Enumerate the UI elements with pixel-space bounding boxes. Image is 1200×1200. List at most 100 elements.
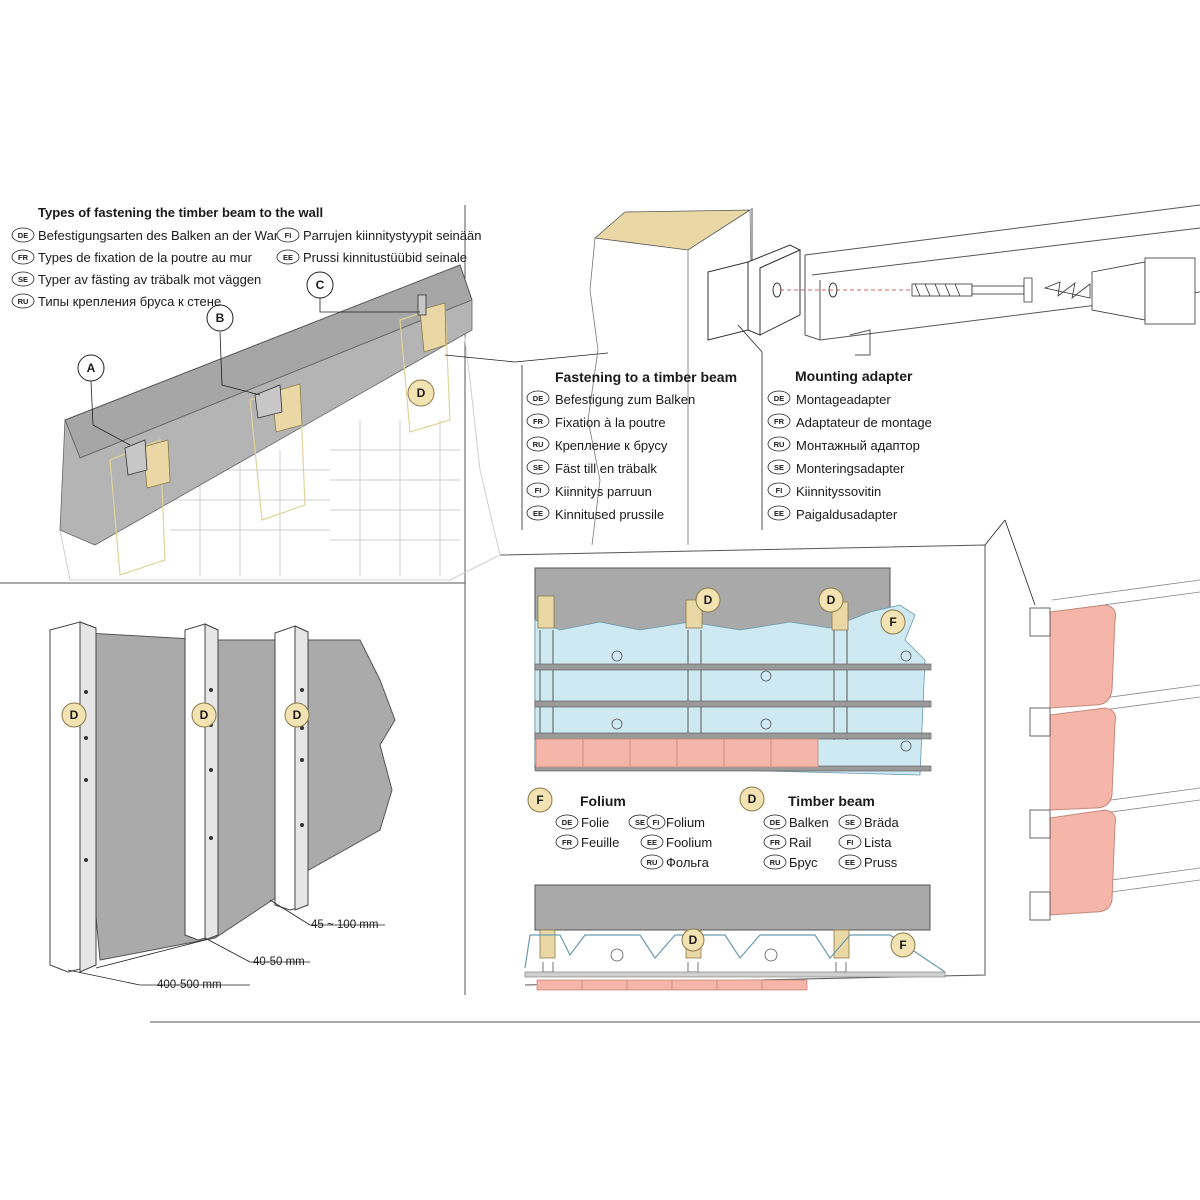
svg-text:Foolium: Foolium <box>666 835 712 850</box>
wall-sketch <box>59 299 501 581</box>
svg-text:Folium: Folium <box>666 815 705 830</box>
svg-text:Befestigung zum Balken: Befestigung zum Balken <box>555 392 695 407</box>
svg-text:Folium: Folium <box>580 793 626 809</box>
svg-text:RU: RU <box>770 858 781 867</box>
top-view-folium <box>524 934 946 973</box>
dimension-spacing: 400-500 mm <box>157 979 222 991</box>
svg-text:EE: EE <box>533 509 543 518</box>
svg-text:SE: SE <box>533 463 543 472</box>
svg-text:Paigaldusadapter: Paigaldusadapter <box>796 507 898 522</box>
dimension-lines <box>67 899 385 986</box>
timber-beam-block <box>594 209 752 251</box>
svg-text:DE: DE <box>770 818 780 827</box>
svg-text:FI: FI <box>776 486 783 495</box>
svg-text:EE: EE <box>283 253 293 262</box>
side-view-clips <box>1029 607 1051 921</box>
svg-text:Bräda: Bräda <box>864 815 899 830</box>
svg-text:RU: RU <box>18 297 29 306</box>
svg-text:Крепление к брусу: Крепление к брусу <box>555 438 668 453</box>
spacing-panel: D D D 45 ~ 100 mm 40-50 mm 400-500 mm <box>49 621 396 991</box>
svg-text:D: D <box>689 933 698 947</box>
svg-text:Montageadapter: Montageadapter <box>796 392 891 407</box>
svg-text:D: D <box>827 593 836 607</box>
timber-blocks <box>142 302 447 489</box>
adapter-detail <box>587 204 1200 546</box>
svg-text:Fixation à la poutre: Fixation à la poutre <box>555 415 666 430</box>
svg-text:DE: DE <box>533 394 543 403</box>
svg-text:Kiinnityssovitin: Kiinnityssovitin <box>796 484 881 499</box>
svg-text:C: C <box>316 278 325 292</box>
svg-text:FR: FR <box>533 417 544 426</box>
svg-text:Feuille: Feuille <box>581 835 619 850</box>
ma-ee: EE Paigaldusadapter <box>767 505 898 522</box>
svg-text:RU: RU <box>774 440 785 449</box>
svg-text:D: D <box>748 792 757 806</box>
svg-text:RU: RU <box>647 858 658 867</box>
translation-se: SE Typer av fästing av träbalk mot väggen <box>11 271 261 287</box>
dimension-depth: 45 ~ 100 mm <box>311 919 378 931</box>
svg-text:Typer av fästing av träbalk mo: Typer av fästing av träbalk mot väggen <box>38 272 261 287</box>
ma-fi: FI Kiinnityssovitin <box>767 482 881 499</box>
svg-text:D: D <box>293 708 302 722</box>
fastening-types-title: Types of fastening the timber beam to th… <box>38 205 323 220</box>
svg-text:EE: EE <box>774 509 784 518</box>
mounting-adapter-bracket <box>707 244 802 341</box>
svg-text:FI: FI <box>285 231 292 240</box>
spacing-marker-d-3: D <box>284 702 310 728</box>
drill-bit <box>1043 257 1196 325</box>
svg-text:SE: SE <box>18 275 28 284</box>
ma-se: SE Monteringsadapter <box>767 459 905 476</box>
svg-text:FR: FR <box>774 417 785 426</box>
svg-text:B: B <box>216 311 225 325</box>
top-view-tiles <box>536 979 808 991</box>
fb-se: SE Fäst till en träbalk <box>526 459 657 476</box>
svg-text:FR: FR <box>770 838 781 847</box>
spacing-marker-d-2: D <box>191 702 217 728</box>
svg-text:A: A <box>87 361 96 375</box>
svg-text:Fäst till en träbalk: Fäst till en träbalk <box>555 461 657 476</box>
svg-text:Kiinnitys parruun: Kiinnitys parruun <box>555 484 652 499</box>
svg-text:F: F <box>899 938 906 952</box>
horizontal-rails <box>534 663 932 772</box>
svg-text:SE: SE <box>845 818 855 827</box>
rail-profile <box>804 204 1200 356</box>
marker-b: B <box>206 304 234 332</box>
side-view <box>984 519 1200 921</box>
top-view-section: D F <box>524 884 946 991</box>
folium-se-fi: SE FI Folium <box>628 814 705 830</box>
svg-text:Брус: Брус <box>789 855 818 870</box>
folium-de: DE Folie <box>555 814 609 830</box>
svg-text:Monteringsadapter: Monteringsadapter <box>796 461 905 476</box>
fastening-types-panel: A B C D Types of fastening the timber be… <box>11 205 609 581</box>
svg-text:Adaptateur de montage: Adaptateur de montage <box>796 415 932 430</box>
svg-text:Pruss: Pruss <box>864 855 898 870</box>
svg-text:Types de fixation de la poutre: Types de fixation de la poutre au mur <box>38 250 253 265</box>
svg-text:F: F <box>536 793 543 807</box>
svg-text:Timber beam: Timber beam <box>788 793 875 809</box>
svg-text:DE: DE <box>562 818 572 827</box>
folium-sheet <box>534 604 926 776</box>
tb-ru: RU Брус <box>763 854 818 870</box>
svg-text:DE: DE <box>18 231 28 240</box>
spacing-battens <box>49 621 309 973</box>
svg-text:SE: SE <box>635 818 645 827</box>
svg-text:SE: SE <box>774 463 784 472</box>
svg-text:D: D <box>417 386 426 400</box>
svg-text:Folie: Folie <box>581 815 609 830</box>
folium-section: D D F <box>534 567 932 776</box>
adapter-leader <box>737 324 763 353</box>
marker-c: C <box>306 271 334 299</box>
